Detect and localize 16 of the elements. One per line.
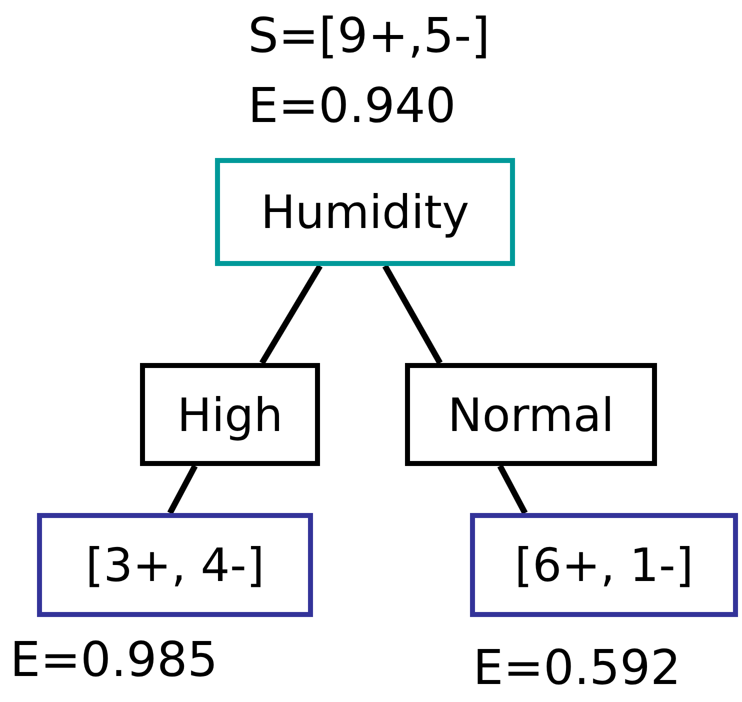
- entropy-annotation: S=[9+,5-]: [248, 12, 490, 60]
- branch-box: [140, 363, 320, 466]
- entropy-annotation: E=0.985: [10, 636, 218, 684]
- connector-line: [167, 464, 198, 514]
- connector-line: [497, 464, 528, 514]
- leaf-node-box: [37, 513, 313, 617]
- branch-box: [405, 363, 657, 466]
- connector-line: [259, 264, 323, 365]
- entropy-annotation: E=0.592: [473, 644, 681, 692]
- node-label: Normal: [448, 392, 614, 438]
- leaf-node-box: [470, 513, 738, 617]
- connector-line: [382, 264, 443, 364]
- entropy-annotation: E=0.940: [248, 82, 456, 130]
- node-label: [3+, 4-]: [86, 542, 264, 588]
- node-label: [6+, 1-]: [514, 542, 694, 588]
- root-node-box: [215, 158, 515, 266]
